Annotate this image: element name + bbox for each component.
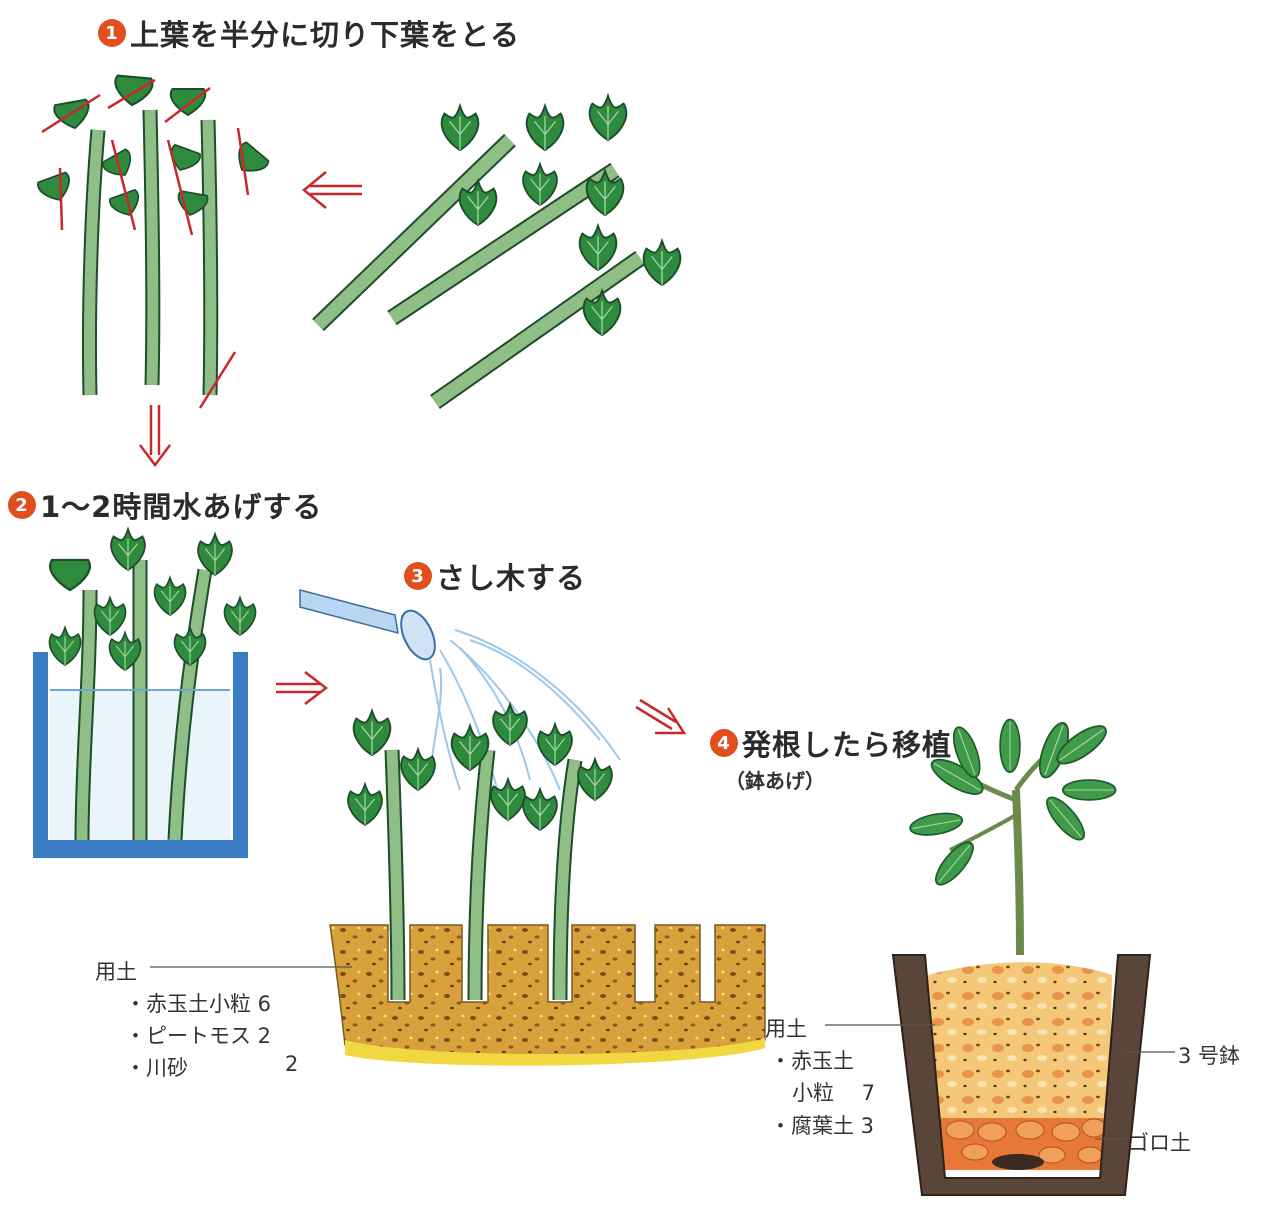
- step3-soil-bed: [150, 703, 766, 1066]
- step4-title: 4 発根したら移植: [710, 722, 952, 764]
- pot-size-label: 3 号鉢: [1178, 1044, 1241, 1068]
- step2-title: 2 1～2時間水あげする: [8, 484, 322, 526]
- step1-cuttings-trimmed: [35, 74, 271, 409]
- step3-number-badge: 3: [404, 562, 432, 590]
- step4-soil-item: ・腐葉土 3: [770, 1114, 875, 1138]
- arrow-right-2: [635, 698, 687, 735]
- step2-water-glass: [33, 528, 257, 858]
- step3-title: 3 さし木する: [404, 555, 586, 597]
- step4-potted-plant: [825, 718, 1175, 1196]
- step4-number-badge: 4: [710, 729, 738, 757]
- arrow-down: [139, 405, 171, 468]
- watering-can: [299, 589, 436, 661]
- step3-soil-item: ・ピートモス 2: [125, 1024, 272, 1048]
- step4-title-text: 発根したら移植: [742, 728, 953, 762]
- step3-soil-item-ratio: 2: [285, 1052, 299, 1076]
- step3-title-text: さし木する: [436, 561, 587, 595]
- step3-soil-heading: 用土: [95, 960, 137, 984]
- step1-title-text: 上葉を半分に切り下葉をとる: [130, 18, 521, 52]
- step1-title: 1 上葉を半分に切り下葉をとる: [98, 12, 520, 54]
- step3-soil-item: ・赤玉土小粒 6: [125, 992, 272, 1016]
- arrow-right-1: [276, 671, 329, 705]
- step4-soil-item: ・赤玉土: [770, 1049, 854, 1073]
- step2-number-badge: 2: [8, 491, 36, 519]
- step4-subtitle: （鉢あげ）: [725, 769, 825, 793]
- step2-title-text: 1～2時間水あげする: [40, 490, 323, 524]
- gravel-label: ゴロ土: [1128, 1131, 1191, 1155]
- step3-soil-item: ・川砂: [125, 1056, 188, 1080]
- step1-cuttings-original: [312, 94, 682, 409]
- arrow-left: [302, 171, 362, 209]
- step4-soil-heading: 用土: [765, 1017, 807, 1041]
- step1-number-badge: 1: [98, 19, 126, 47]
- step4-soil-item: 小粒 7: [792, 1081, 876, 1105]
